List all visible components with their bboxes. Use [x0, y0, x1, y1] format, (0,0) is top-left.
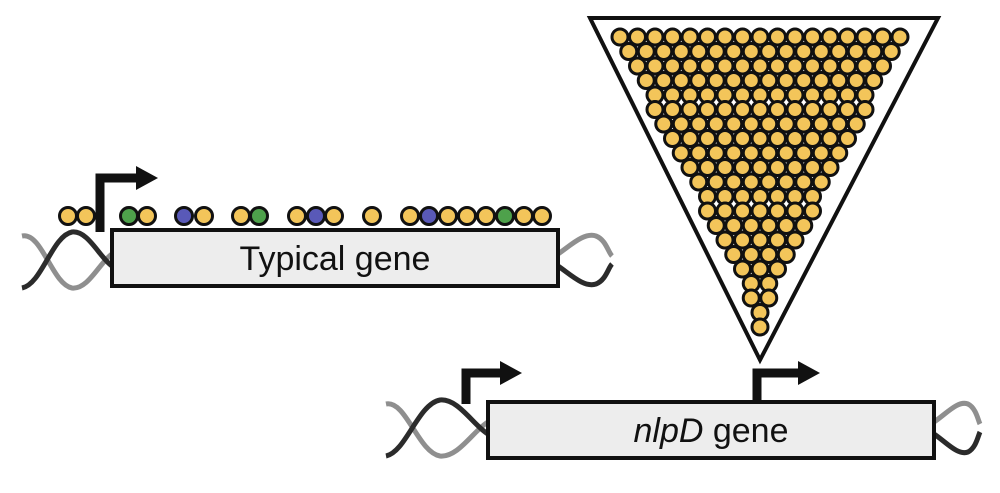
- binding-site: [750, 317, 770, 337]
- binding-site: [400, 206, 420, 226]
- binding-site: [249, 206, 269, 226]
- promoter-arrow-icon: [95, 166, 158, 232]
- binding-site: [532, 206, 552, 226]
- nlpd-gene-group: nlpD gene: [385, 16, 983, 460]
- binding-site: [306, 206, 326, 226]
- promoter-arrow-icon: [752, 361, 820, 404]
- binding-site: [794, 216, 814, 235]
- binding-site: [864, 71, 884, 90]
- binding-site: [76, 206, 96, 226]
- binding-site: [137, 206, 157, 226]
- binding-site: [811, 172, 831, 192]
- typical-gene-group: Typical gene: [21, 166, 614, 291]
- promoter-arrow-icon: [461, 361, 522, 404]
- binding-sites-funnel: [610, 27, 910, 337]
- binding-site: [873, 56, 892, 76]
- dna-helix-right-nlpd: [932, 400, 983, 456]
- binding-site: [785, 230, 805, 250]
- typical-gene-box: [110, 228, 560, 288]
- binding-site: [514, 206, 534, 226]
- binding-site: [820, 158, 840, 177]
- dna-helix-left-typical: [21, 229, 114, 291]
- binding-site: [855, 100, 875, 119]
- binding-site: [881, 42, 901, 61]
- nlpd-gene-label: nlpD gene: [633, 412, 788, 450]
- binding-site: [776, 245, 796, 264]
- nlpd-gene-box: [486, 400, 936, 460]
- binding-site: [768, 259, 787, 279]
- binding-site: [231, 206, 251, 226]
- binding-site: [457, 206, 477, 226]
- binding-site: [890, 27, 910, 47]
- binding-site: [174, 206, 194, 226]
- binding-site: [476, 206, 496, 226]
- typical-gene-label: Typical gene: [240, 240, 431, 278]
- binding-site: [759, 288, 779, 308]
- binding-site: [194, 206, 214, 226]
- binding-site: [58, 206, 78, 226]
- binding-site: [803, 201, 822, 221]
- binding-site: [419, 206, 439, 226]
- binding-site: [838, 129, 857, 148]
- binding-site: [287, 206, 307, 226]
- binding-site: [362, 206, 382, 226]
- binding-funnel-icon: [586, 16, 942, 365]
- binding-site: [119, 206, 139, 226]
- binding-site: [324, 206, 344, 226]
- binding-sites-typical: [58, 206, 552, 226]
- binding-site: [846, 114, 866, 134]
- dna-helix-right-typical: [556, 232, 614, 288]
- binding-site: [438, 206, 458, 226]
- binding-site: [829, 143, 849, 163]
- dna-helix-left-nlpd: [385, 397, 490, 459]
- binding-site: [495, 206, 515, 226]
